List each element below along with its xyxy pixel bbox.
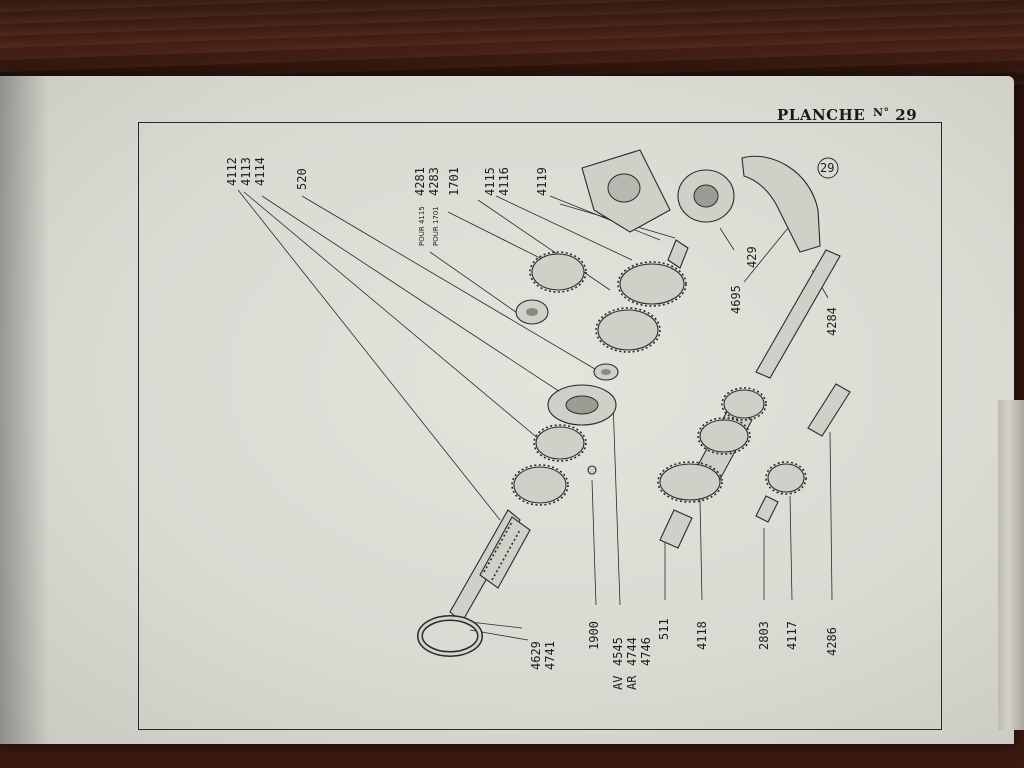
gear-4115 [595,239,689,353]
page-stack-edge [998,400,1024,730]
label-4545: 4545 [611,637,625,666]
plate-number: 29 [895,106,918,124]
gear-4281 [529,251,587,293]
drawing-frame [138,122,942,730]
label-4281: 4281 [413,167,427,196]
main-shaft [449,509,531,623]
label-1900: 1900 [587,621,601,650]
label-4118: 4118 [695,621,709,650]
label-4112: 4112 [225,157,239,186]
label-4744: 4744 [625,637,639,666]
label-4113: 4113 [239,157,253,186]
plate-title: PLANCHE N° 29 [777,106,917,124]
bottom-labels: 4629 4741 1900 AV 4545 AR 4744 4746 511 … [529,618,839,690]
label-4695: 4695 [729,285,743,314]
sleeve-511 [659,509,693,549]
label-4284: 4284 [825,307,839,336]
cover-4695 [741,155,821,253]
gear-4117 [765,461,807,495]
pin-2803 [755,495,779,523]
label-520: 520 [295,168,309,190]
housing-4119 [581,149,671,233]
wooden-table [0,0,1024,90]
ball-1900 [587,465,597,475]
label-2803: 2803 [757,621,771,650]
label-4286: 4286 [825,627,839,656]
gear-4112 [511,424,587,506]
label-4114: 4114 [253,157,267,186]
label-ar: AR [625,675,639,690]
layshaft-4118 [657,387,767,503]
label-4741: 4741 [543,641,557,670]
label-pour-4115: POUR 4115 [418,206,426,246]
rod-4284 [755,249,841,379]
label-429: 429 [745,246,759,268]
leader-lines [237,189,833,641]
label-511: 511 [657,618,671,640]
bolt-4286 [807,383,851,437]
label-4115: 4115 [483,167,497,196]
circlip-4629 [417,615,483,657]
label-av: AV [611,676,625,690]
label-1701: 1701 [447,167,461,196]
ring-520 [593,363,619,381]
badge-number: 29 [820,161,834,175]
book-spine-shadow [0,76,50,744]
label-4119: 4119 [535,167,549,196]
label-4117: 4117 [785,621,799,650]
top-labels: 4112 4113 4114 520 POUR 4115 4281 POUR 1… [225,157,839,336]
bushing-4283 [515,299,549,325]
label-4283: 4283 [427,167,441,196]
plate-title-text: PLANCHE [777,106,866,124]
book-page [0,76,1014,744]
label-4629: 4629 [529,641,543,670]
synchro-ring-4114 [547,384,617,426]
universal-joint-429 [677,169,735,223]
plate-badge: 29 [817,157,839,179]
label-4116: 4116 [497,167,511,196]
plate-number-prefix: N° [872,106,890,119]
label-pour-1701: POUR 1701 [432,206,440,246]
label-4746: 4746 [639,637,653,666]
